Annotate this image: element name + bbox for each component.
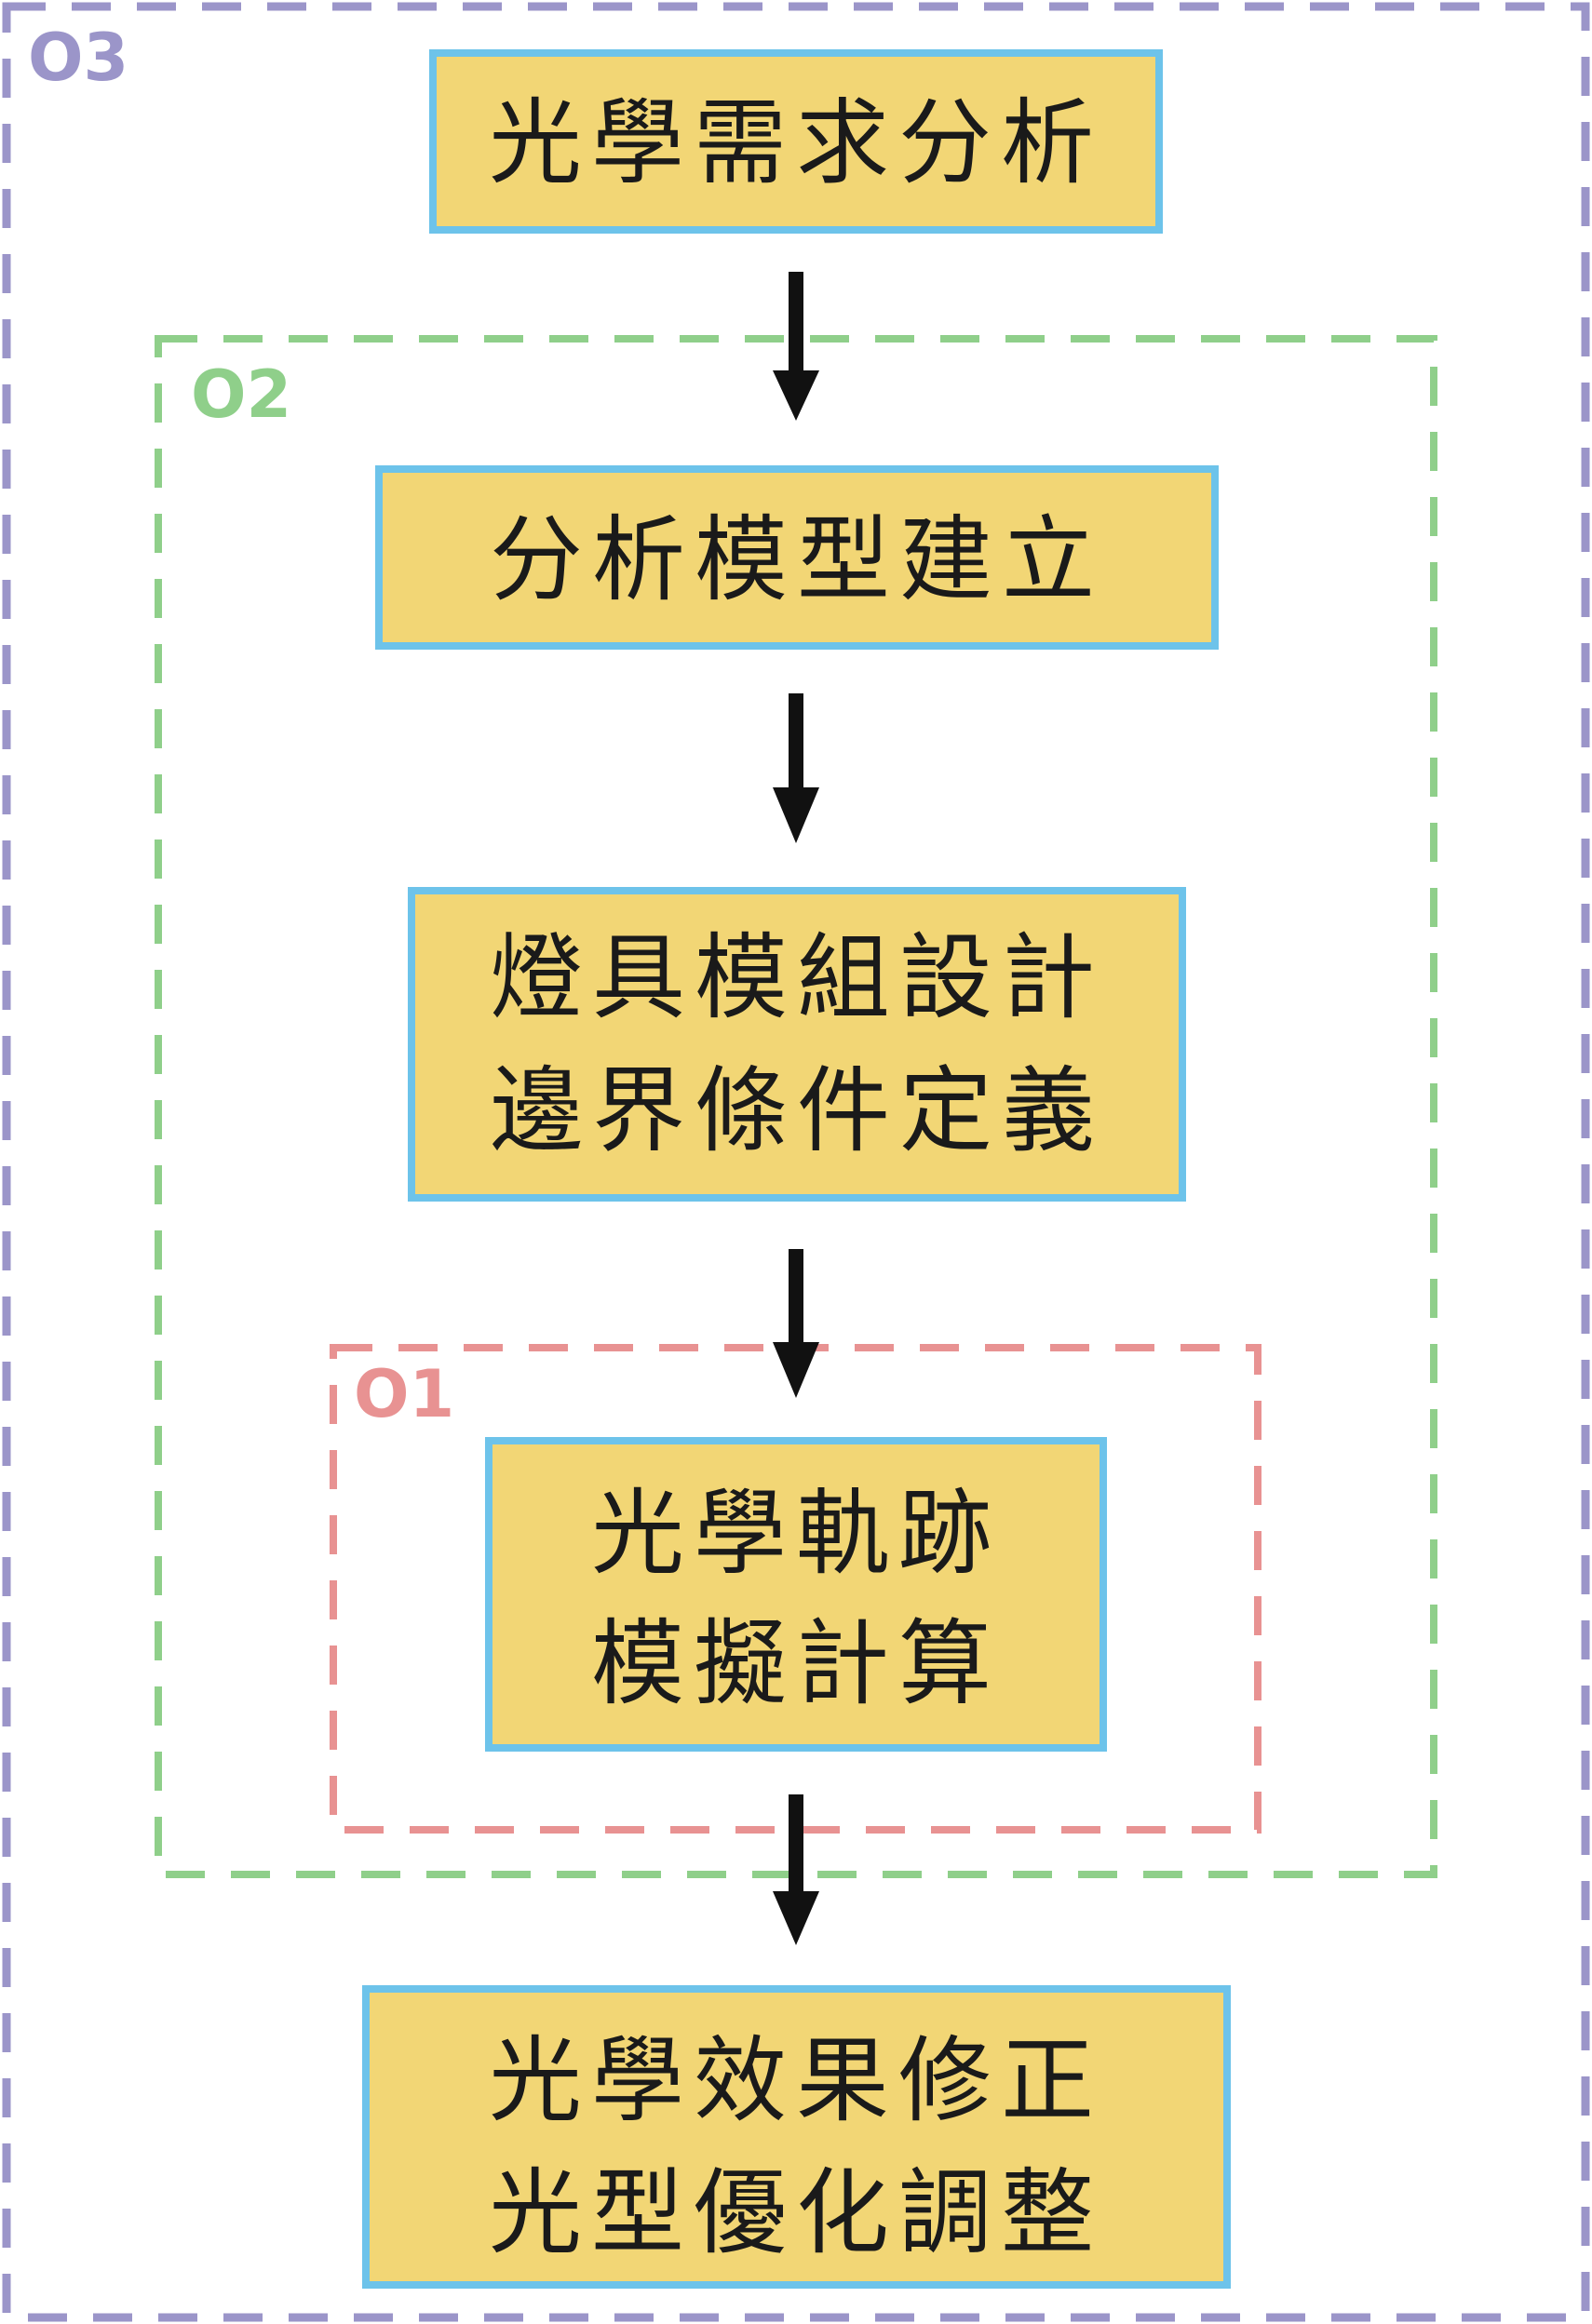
process-box-step1 [429,49,1163,234]
process-box-step3-line2: 邊界條件定義 [490,1056,1104,1165]
process-box-step4-line2: 模擬計算 [591,1609,1001,1718]
process-box-step1-line1: 光學需求分析 [489,88,1103,197]
flow-arrow-3 [773,1249,819,1398]
group-label-o1: O1 [354,1356,454,1432]
process-box-step3-line1: 燈具模組設計 [490,923,1104,1032]
process-box-step5-line1: 光學效果修正 [489,2026,1103,2135]
flow-arrow-1 [773,272,819,421]
group-label-o2: O2 [191,356,291,433]
process-box-step4-line1: 光學軌跡 [591,1479,1001,1588]
process-box-step5 [362,1985,1231,2289]
process-box-step4 [485,1437,1107,1752]
group-frame-o2 [155,335,1437,1878]
group-label-o3: O3 [28,20,128,96]
process-box-step2 [375,465,1219,650]
process-box-step3 [408,887,1186,1202]
process-box-step5-line2: 光型優化調整 [489,2158,1103,2267]
flow-arrow-2 [773,693,819,843]
flow-arrow-4 [773,1794,819,1945]
process-box-step2-line1: 分析模型建立 [490,505,1104,614]
